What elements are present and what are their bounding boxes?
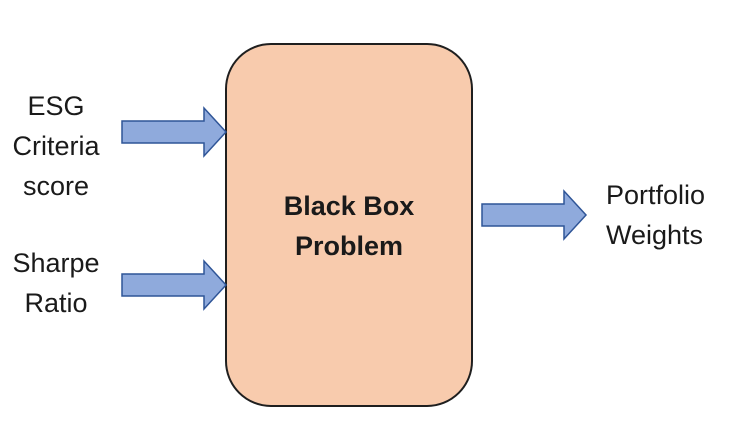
black-box-title-line-2: Problem <box>294 231 404 261</box>
black-box-node <box>225 43 473 407</box>
black-box-title-line-1: Black Box <box>283 191 415 221</box>
output-label-line-2: Weights <box>606 220 704 250</box>
esg-label-line-2: Criteria <box>12 131 100 161</box>
sharpe-label-line-2: Ratio <box>24 288 88 318</box>
black-box-title: Black Box Problem <box>225 186 473 266</box>
sharpe-input-right-arrow-icon <box>121 259 228 311</box>
esg-label-line-1: ESG <box>27 91 85 121</box>
esg-input-right-arrow-icon <box>121 106 228 158</box>
esg-criteria-label: ESG Criteria score <box>0 86 112 206</box>
sharpe-label-line-1: Sharpe <box>12 248 100 278</box>
output-label-line-1: Portfolio <box>606 180 706 210</box>
output-right-arrow-icon <box>481 189 588 241</box>
sharpe-ratio-label: Sharpe Ratio <box>0 243 112 323</box>
esg-label-line-3: score <box>22 171 90 201</box>
portfolio-weights-label: Portfolio Weights <box>606 175 731 255</box>
